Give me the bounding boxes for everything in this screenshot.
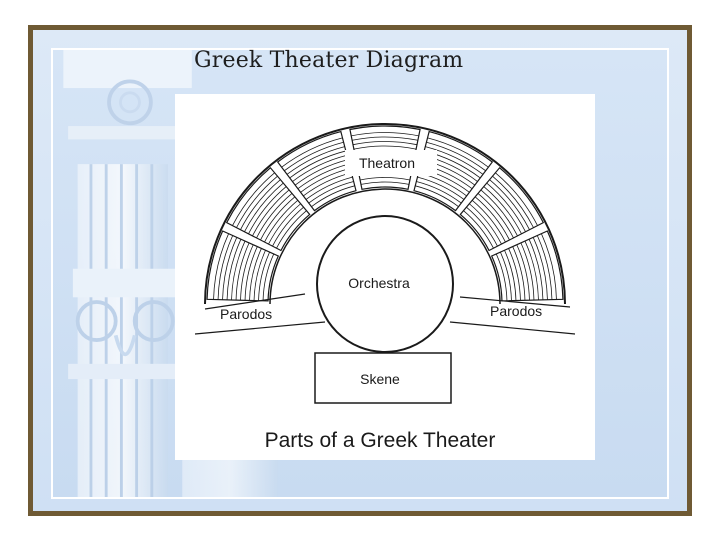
seat-row bbox=[286, 146, 345, 175]
seat-row bbox=[469, 203, 502, 245]
seat-row bbox=[360, 177, 410, 181]
seat-row bbox=[492, 175, 534, 228]
seat-row bbox=[252, 189, 290, 237]
seat-row bbox=[262, 253, 275, 301]
seat-row bbox=[504, 250, 517, 301]
theater-plan-drawing: Theatron Orchestra Parodos Parodos Skene… bbox=[194, 123, 576, 452]
seat-row bbox=[249, 248, 262, 301]
theatron-seating-sectors bbox=[206, 125, 564, 302]
seat-row bbox=[471, 200, 506, 243]
seat-row bbox=[520, 242, 535, 301]
seat-row bbox=[512, 246, 526, 301]
seat-row bbox=[474, 196, 510, 241]
seat-row bbox=[289, 150, 346, 179]
seat-row bbox=[244, 246, 258, 301]
seat-row bbox=[256, 193, 293, 239]
seat-row bbox=[213, 233, 229, 300]
skene-box bbox=[314, 352, 452, 404]
seat-row bbox=[508, 248, 521, 301]
seat-row bbox=[486, 182, 526, 232]
seat-row bbox=[466, 206, 498, 247]
orchestra-circle bbox=[316, 215, 454, 353]
skene-label: Skene bbox=[360, 371, 400, 387]
greek-theater-diagram: Theatron Orchestra Parodos Parodos Skene… bbox=[175, 94, 595, 460]
seat-row bbox=[415, 185, 459, 207]
seat-row bbox=[248, 186, 287, 234]
seat-row bbox=[240, 244, 254, 301]
parodos-right-line-upper bbox=[459, 296, 571, 308]
seat-row bbox=[292, 154, 348, 182]
theatron-inner-arc bbox=[269, 188, 501, 305]
seat-row bbox=[483, 186, 522, 234]
seat-row bbox=[258, 251, 270, 301]
seat-row bbox=[272, 206, 304, 247]
seat-row bbox=[516, 244, 530, 301]
seat-row bbox=[253, 250, 266, 301]
seat-row bbox=[495, 253, 508, 301]
seat-row bbox=[417, 176, 465, 200]
seat-row bbox=[480, 189, 518, 237]
seat-row bbox=[244, 182, 284, 232]
seat-row bbox=[489, 179, 530, 230]
seat-row bbox=[236, 175, 278, 228]
seat-row bbox=[425, 146, 484, 175]
seat-row bbox=[351, 132, 419, 137]
seat-row bbox=[226, 239, 242, 300]
seat-row bbox=[284, 141, 344, 172]
seat-row bbox=[416, 181, 462, 204]
seating-wedge bbox=[225, 166, 311, 252]
seat-row bbox=[232, 172, 275, 226]
orchestra-label: Orchestra bbox=[348, 275, 410, 291]
seat-row bbox=[536, 235, 553, 300]
seat-row bbox=[240, 179, 281, 230]
seat-row bbox=[305, 176, 353, 200]
parodos-left-label: Parodos bbox=[220, 306, 272, 322]
seat-row bbox=[308, 181, 354, 204]
seating-wedge bbox=[459, 166, 545, 252]
seat-row bbox=[495, 172, 538, 226]
seat-row bbox=[532, 237, 548, 300]
theatron-label-box bbox=[345, 150, 437, 176]
parodos-right-line-lower bbox=[449, 321, 576, 335]
seat-row bbox=[264, 200, 299, 243]
seat-row bbox=[311, 185, 355, 207]
parodos-left-line-lower bbox=[194, 321, 326, 335]
seat-row bbox=[217, 235, 234, 300]
seat-row bbox=[222, 237, 238, 300]
seat-row bbox=[260, 196, 296, 241]
seat-row bbox=[235, 242, 250, 301]
seat-row bbox=[231, 240, 246, 300]
seat-row bbox=[352, 141, 418, 146]
theatron-label: Theatron bbox=[359, 155, 415, 171]
theatron-outer-arc bbox=[204, 123, 566, 305]
seat-row bbox=[427, 137, 489, 168]
seat-row bbox=[524, 240, 539, 300]
seat-row bbox=[352, 136, 418, 141]
seat-row bbox=[541, 233, 557, 300]
seat-row bbox=[294, 159, 349, 186]
parodos-left-line-upper bbox=[204, 293, 306, 310]
seat-row bbox=[426, 141, 486, 172]
slide-title: Greek Theater Diagram bbox=[194, 48, 464, 73]
parodos-right-label: Parodos bbox=[490, 303, 542, 319]
seat-row bbox=[360, 181, 410, 185]
seat-row bbox=[268, 203, 301, 245]
seat-row bbox=[463, 210, 494, 249]
seat-row bbox=[276, 210, 307, 249]
seat-row bbox=[477, 193, 514, 239]
seat-row bbox=[500, 251, 512, 301]
diagram-caption: Parts of a Greek Theater bbox=[265, 429, 496, 452]
seat-row bbox=[353, 145, 417, 150]
seat-row bbox=[528, 239, 544, 300]
seat-row bbox=[281, 137, 343, 168]
